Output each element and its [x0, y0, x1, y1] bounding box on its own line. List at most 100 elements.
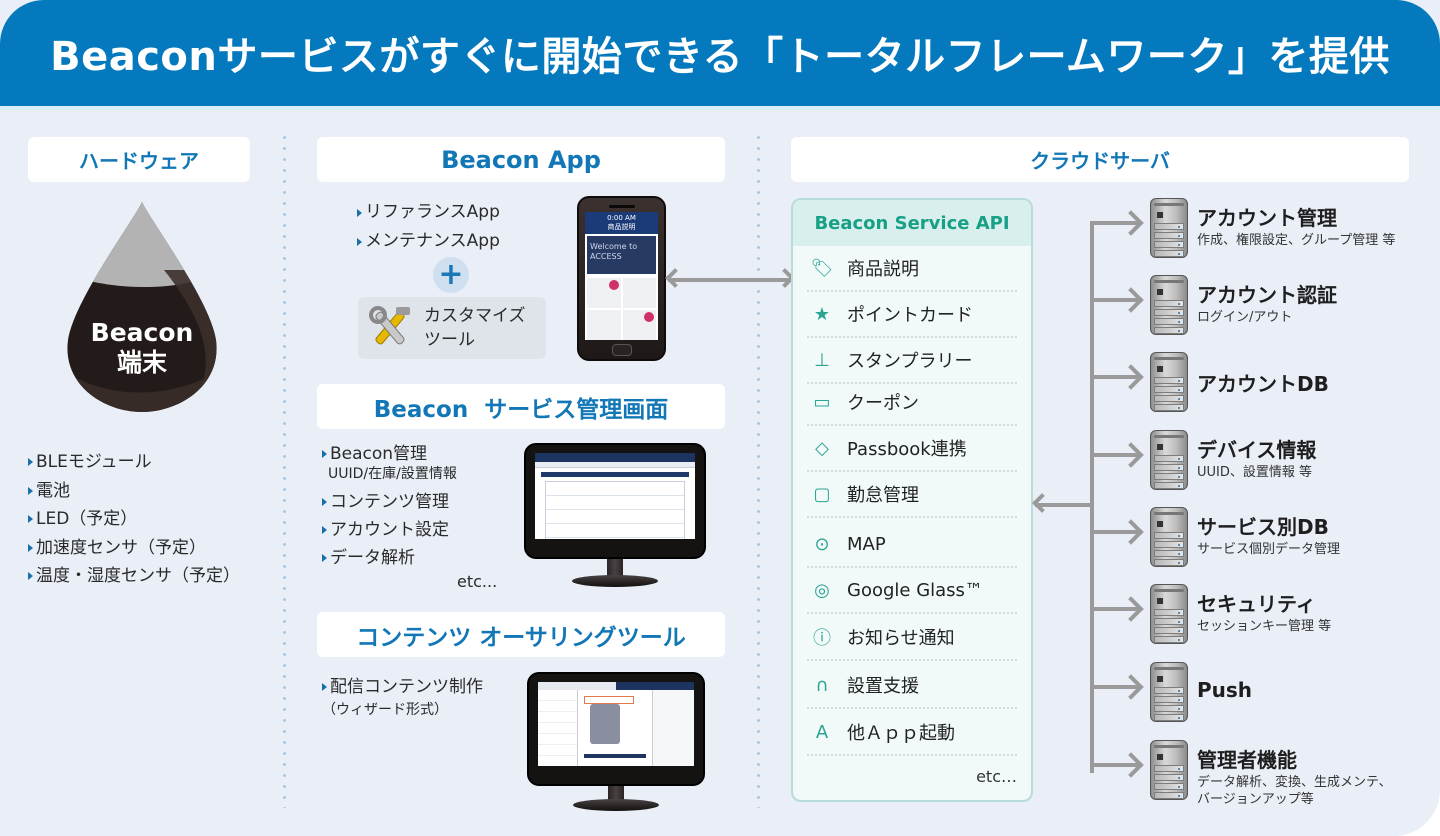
list-item: Beacon管理 — [322, 440, 457, 468]
monitor-base — [573, 799, 659, 811]
hardware-feature-list: BLEモジュール 電池 LED（予定） 加速度センサ（予定） 温度・湿度センサ（… — [28, 448, 240, 591]
cloud-heading-text: クラウドサーバ — [1030, 149, 1170, 173]
beacon-app-heading: Beacon App — [317, 137, 725, 182]
list-item: データ解析 — [322, 544, 457, 572]
connector-arrow — [1090, 453, 1138, 457]
admin-screen — [535, 453, 695, 539]
authoring-monitor-mockup — [527, 672, 705, 786]
server-description: サービス個別データ管理 — [1197, 542, 1341, 557]
api-item: ∩設置支援 — [807, 663, 1017, 709]
preview-footer-bar — [584, 754, 646, 758]
passbook-icon: ◇ — [815, 437, 829, 459]
management-heading-text: Beacon サービス管理画面 — [373, 396, 669, 423]
list-item: LED（予定） — [28, 505, 240, 534]
plus-symbol: + — [438, 257, 464, 292]
connector-arrow — [1090, 221, 1138, 225]
product-tile — [622, 278, 656, 308]
authoring-heading-text: コンテンツ オーサリングツール — [356, 624, 686, 651]
feature-label: BLEモジュール — [36, 452, 152, 472]
beacon-app-heading-text: Beacon App — [441, 145, 601, 174]
management-item-sub: UUID/在庫/設置情報 — [328, 466, 457, 482]
product-tile — [587, 278, 621, 308]
info-icon: ⓘ — [813, 628, 831, 649]
admin-section-bar — [541, 472, 689, 477]
list-item: リファランスApp — [357, 198, 500, 227]
server-description: セッションキー管理 等 — [1197, 619, 1332, 634]
bullet-triangle-icon — [28, 486, 33, 495]
bidirectional-arrow — [665, 268, 795, 288]
api-item-label: 勤怠管理 — [847, 485, 919, 506]
api-item-label: スタンプラリー — [847, 351, 973, 372]
point-card-icon: ★ — [813, 303, 831, 325]
api-item: 🏷 商品説明 — [807, 246, 1017, 292]
api-item: ◎Google Glass™ — [807, 568, 1017, 614]
list-item-sub: （ウィザード形式） — [322, 700, 483, 720]
server-title: アカウントDB — [1197, 372, 1329, 396]
server-icon — [1150, 662, 1188, 722]
management-heading: Beacon サービス管理画面 — [317, 384, 725, 429]
authoring-property-panel — [652, 690, 694, 766]
customize-tool-label: カスタマイズ ツール — [424, 306, 526, 350]
monitor-base — [572, 575, 658, 587]
app-launch-icon: A — [815, 721, 829, 743]
smartphone-mockup: 0:00 AM 商品説明 Welcome to ACCESS — [577, 196, 666, 361]
column-divider — [757, 132, 760, 808]
management-item-label: アカウント設定 — [330, 520, 449, 540]
tag-icon: 🏷 — [810, 257, 834, 279]
server-title: アカウント認証 — [1197, 283, 1337, 307]
phone-speaker — [609, 205, 635, 208]
list-item: 配信コンテンツ制作 — [322, 674, 483, 700]
list-item: 加速度センサ（予定） — [28, 534, 240, 563]
server-icon — [1150, 198, 1188, 258]
api-item-label: 商品説明 — [847, 259, 919, 280]
feature-label: LED（予定） — [36, 509, 138, 529]
management-item-label: データ解析 — [330, 548, 415, 568]
list-item: 温度・湿度センサ（予定） — [28, 562, 240, 591]
api-item-label: Google Glass™ — [847, 579, 983, 601]
arrow-head-left-icon — [665, 268, 685, 288]
bullet-triangle-icon — [322, 450, 327, 458]
server-description: 作成、権限設定、グループ管理 等 — [1197, 233, 1396, 248]
management-item-label: Beacon管理 — [330, 444, 428, 464]
api-item-label: ポイントカード — [847, 305, 973, 326]
beacon-device-drop-icon — [67, 202, 217, 412]
page-title: Beaconサービスがすぐに開始できる「トータルフレームワーク」を提供 — [50, 34, 1390, 80]
api-item: ▢勤怠管理 — [807, 472, 1017, 518]
feature-label: 加速度センサ（予定） — [36, 537, 206, 558]
server-title: 管理者機能 — [1197, 748, 1297, 772]
server-title: セキュリティ — [1197, 592, 1316, 616]
bullet-triangle-icon — [28, 458, 33, 467]
server-title: アカウント管理 — [1197, 206, 1337, 230]
authoring-item-label: 配信コンテンツ制作 — [330, 677, 483, 697]
authoring-screen — [538, 682, 694, 766]
authoring-item-sub: （ウィザード形式） — [322, 702, 448, 718]
product-tile — [622, 310, 656, 340]
left-arrow — [1032, 493, 1092, 513]
device-label-line2: 端末 — [116, 348, 167, 377]
api-item: ⊙MAP — [807, 522, 1017, 568]
list-item: アカウント設定 — [322, 516, 457, 544]
customize-tool-box: カスタマイズ ツール — [358, 297, 546, 359]
hardware-heading: ハードウェア — [28, 137, 250, 182]
bullet-triangle-icon — [322, 526, 327, 534]
list-item: BLEモジュール — [28, 448, 240, 477]
wizard-step-bar — [538, 682, 694, 690]
bullet-triangle-icon — [322, 554, 327, 562]
beacon-app-list: リファランスApp メンテナンスApp — [357, 198, 500, 256]
connector-arrow — [1090, 530, 1138, 534]
hardware-heading-text: ハードウェア — [79, 149, 199, 173]
management-etc: etc... — [457, 572, 498, 591]
phone-status-time: 0:00 AM — [607, 214, 636, 222]
plus-icon: + — [433, 257, 469, 293]
feature-label: 温度・湿度センサ（予定） — [36, 566, 240, 586]
preview-product-image — [590, 704, 620, 744]
server-description: UUID、設置情報 等 — [1197, 465, 1313, 480]
map-pin-icon: ⊙ — [814, 533, 830, 555]
cloud-heading: クラウドサーバ — [791, 137, 1409, 182]
app-item-label: メンテナンスApp — [365, 231, 500, 251]
authoring-item-palette — [538, 690, 578, 766]
tools-icon — [369, 306, 410, 345]
admin-monitor-mockup — [524, 443, 706, 559]
management-feature-list: Beacon管理 UUID/在庫/設置情報 コンテンツ管理 アカウント設定 デー… — [322, 440, 457, 572]
